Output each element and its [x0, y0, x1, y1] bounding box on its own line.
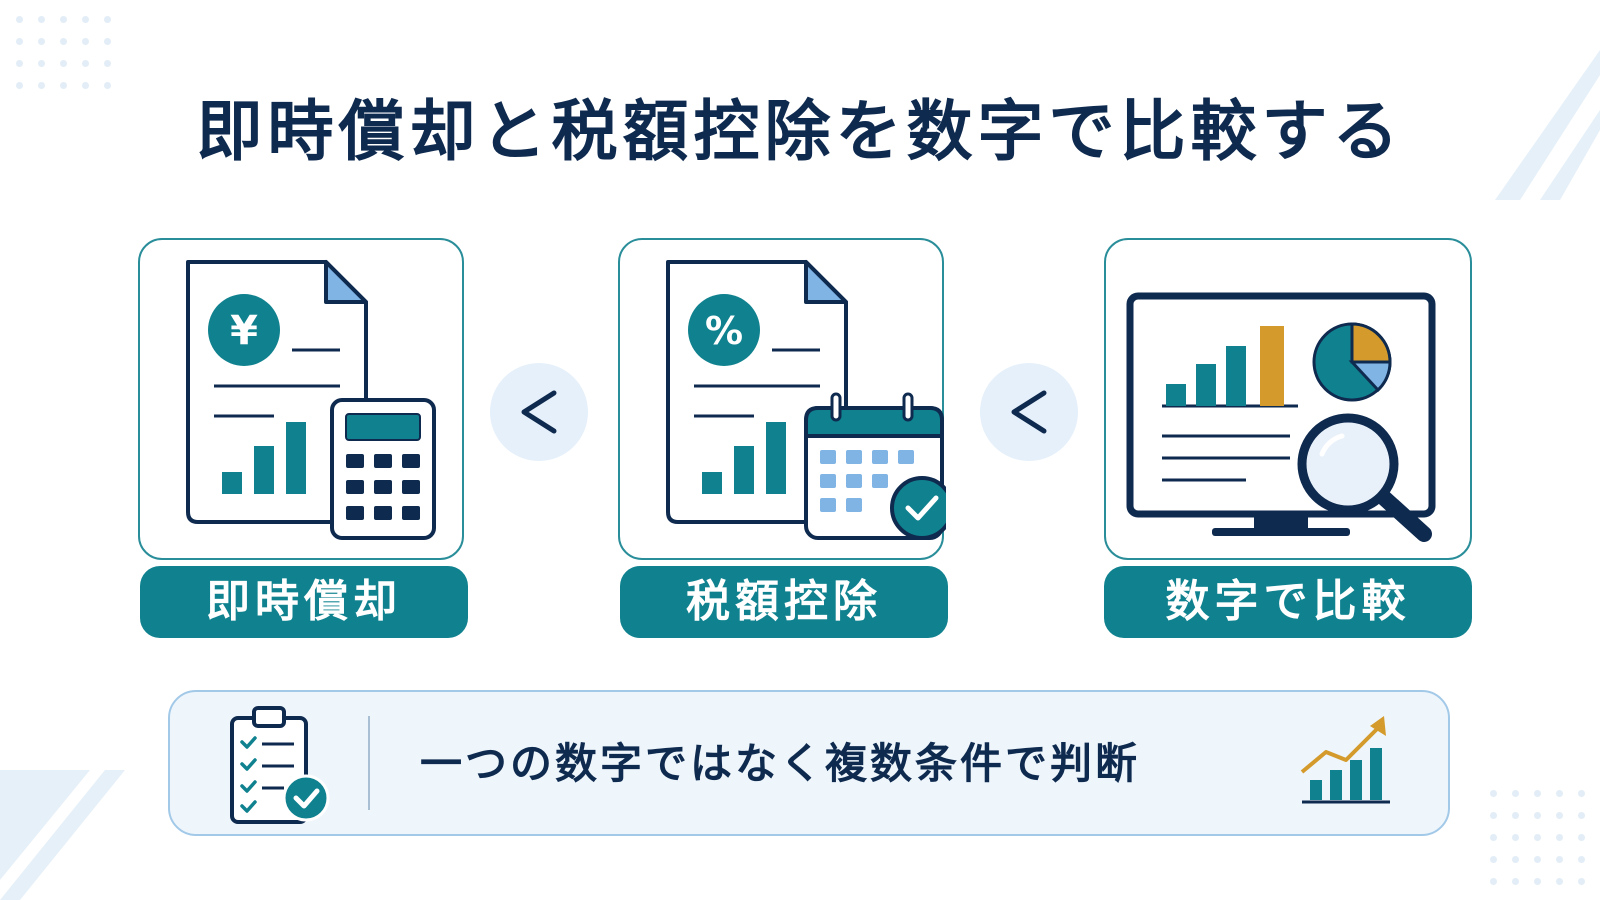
less-than-badge-1 [490, 363, 588, 461]
less-than-icon [521, 390, 557, 434]
percent-symbol: % [705, 309, 743, 353]
summary-box: 一つの数字ではなく複数条件で判断 [168, 690, 1450, 836]
less-than-icon [1011, 390, 1047, 434]
decorative-stripes-bottom-left [0, 770, 125, 900]
card-label-compare-numbers: 数字で比較 [1104, 566, 1472, 638]
card-label-immediate-depreciation: 即時償却 [140, 566, 468, 638]
less-than-badge-2 [980, 363, 1078, 461]
card-label-tax-credit: 税額控除 [620, 566, 948, 638]
page-title: 即時償却と税額控除を数字で比較する [196, 93, 1404, 170]
rising-bar-chart-icon [1300, 716, 1390, 804]
decorative-dots-top-left [16, 16, 126, 96]
card-tax-credit: % [618, 238, 946, 560]
card-immediate-depreciation: ¥ [138, 238, 464, 560]
yen-document-calculator-icon: ¥ [186, 260, 436, 540]
summary-divider [368, 716, 370, 810]
summary-text: 一つの数字ではなく複数条件で判断 [420, 739, 1141, 788]
yen-symbol: ¥ [230, 308, 258, 354]
percent-document-calendar-icon: % [666, 260, 946, 540]
checklist-clipboard-icon [230, 706, 330, 824]
decorative-dots-bottom-right [1490, 790, 1600, 900]
monitor-chart-magnifier-icon [1126, 292, 1436, 542]
card-compare-numbers [1104, 238, 1472, 560]
decorative-stripes-top-right [1495, 50, 1600, 200]
